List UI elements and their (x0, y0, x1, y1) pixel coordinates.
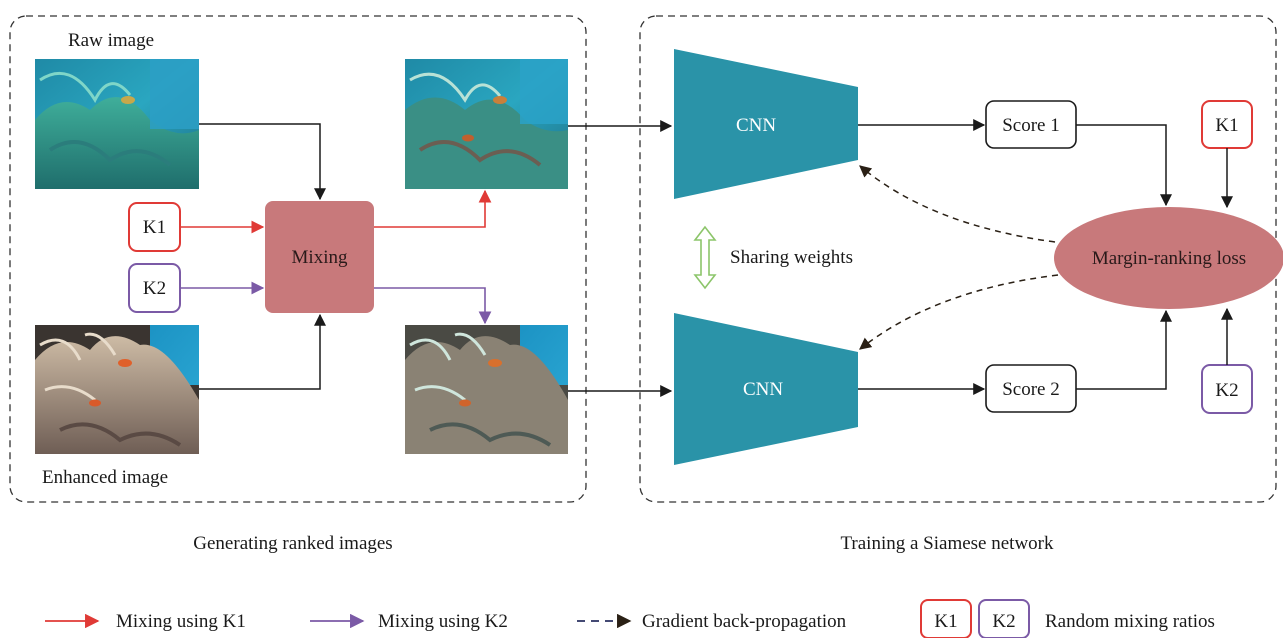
legend-k1-label: K1 (934, 611, 957, 632)
k2-label-left: K2 (143, 278, 166, 299)
raw-image-label: Raw image (68, 30, 154, 51)
cnn-top (674, 49, 858, 199)
legend-k2-label: K2 (992, 611, 1015, 632)
k1-label-left: K1 (143, 217, 166, 238)
sharing-weights-label: Sharing weights (730, 247, 853, 268)
cnn-bottom (674, 313, 858, 465)
mixing-label: Mixing (292, 247, 348, 268)
legend: Mixing using K1 Mixing using K2 Gradient… (45, 599, 1215, 639)
mixing-to-top-arrow (374, 189, 492, 228)
raw-image (35, 59, 199, 189)
score1-label: Score 1 (1002, 115, 1060, 136)
mixed-image-bottom (405, 325, 568, 454)
raw-to-mixing-arrow (199, 123, 326, 201)
k1-label-right: K1 (1215, 115, 1238, 136)
gradient-to-cnn-bottom-arrow (859, 274, 1059, 350)
k2-label-right: K2 (1215, 380, 1238, 401)
enhanced-image (35, 325, 199, 454)
enhanced-to-mixing-arrow (199, 313, 326, 390)
margin-ranking-loss-label: Margin-ranking loss (1092, 248, 1246, 269)
score1-to-loss-arrow (1076, 124, 1172, 207)
legend-ratios-label: Random mixing ratios (1045, 611, 1215, 632)
margin-ranking-loss (1054, 207, 1283, 309)
cnn-bottom-label: CNN (743, 379, 783, 400)
mixing-to-bottom-arrow (374, 287, 492, 325)
score2-to-loss-arrow (1076, 309, 1172, 390)
gradient-to-cnn-top-arrow (859, 165, 1056, 243)
legend-k2-mix-label: Mixing using K2 (378, 611, 508, 632)
sharing-weights-arrow (693, 225, 717, 290)
left-caption: Generating ranked images (193, 533, 392, 554)
score2-label: Score 2 (1002, 379, 1060, 400)
mixing-box (265, 201, 374, 313)
legend-gradient-label: Gradient back-propagation (642, 611, 847, 632)
cnn-top-label: CNN (736, 115, 776, 136)
mixed-image-top (405, 59, 568, 189)
enhanced-image-label: Enhanced image (42, 467, 168, 488)
left-panel-frame (9, 15, 587, 503)
legend-k1-mix-label: Mixing using K1 (116, 611, 246, 632)
right-caption: Training a Siamese network (840, 533, 1054, 554)
